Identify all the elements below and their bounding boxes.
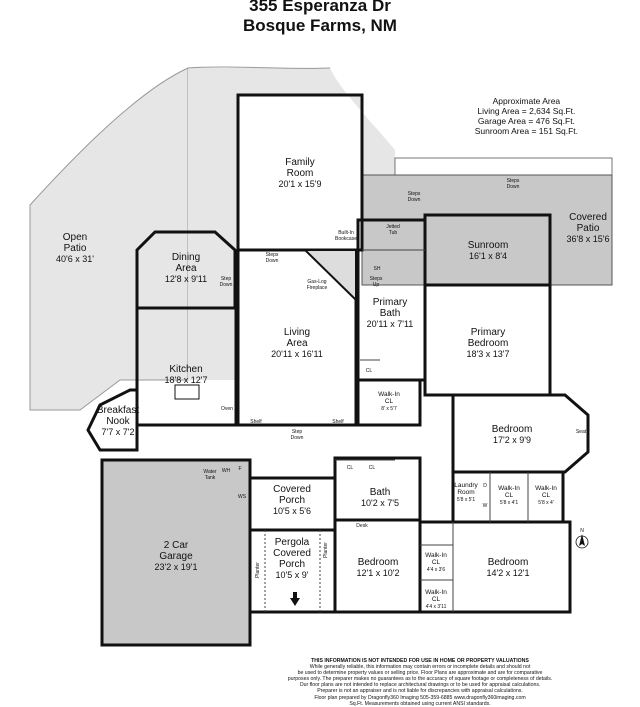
dw-label: D	[483, 483, 487, 489]
f-label: F	[238, 466, 241, 472]
fireplace-shape	[302, 249, 357, 303]
wtr-label: WS	[238, 494, 247, 500]
sunroom-area-text: Sunroom Area = 151 Sq.Ft.	[474, 126, 578, 136]
disclaimer-line: be used to determine property values or …	[297, 670, 543, 677]
disclaimer-heading: THIS INFORMATION IS NOT INTENDED FOR USE…	[311, 658, 529, 664]
open-patio-area	[29, 67, 189, 411]
sunroom-area	[423, 213, 552, 287]
cl-label: CL	[366, 368, 373, 374]
living-area-text: Living Area = 2,634 Sq.Ft.	[477, 106, 576, 116]
oven-label: Oven	[221, 406, 233, 412]
planter-label: Planter	[255, 562, 261, 578]
wh-label: WH	[222, 468, 231, 474]
disclaimer-line: Preparer is not an appraiser and is not …	[317, 688, 523, 695]
seat-label: Seat	[576, 429, 587, 435]
open-patio-area-2	[188, 68, 395, 380]
covered-patio-roofline	[394, 157, 613, 176]
disclaimer-line: Floor plan prepared by Dragonfly360 Imag…	[314, 694, 526, 701]
cl-label: CL	[369, 465, 376, 471]
address-line-2: Bosque Farms, NM	[243, 16, 397, 35]
patio-outline-top	[187, 66, 331, 69]
garage-area-text: Garage Area = 476 Sq.Ft.	[477, 116, 575, 126]
kitchen-island	[174, 384, 200, 400]
disclaimer-line: Our floor plans are not intended to repl…	[299, 682, 541, 689]
disclaimer-line: purposes only. The preparer makes no gua…	[287, 676, 553, 683]
compass-label: N	[580, 528, 584, 534]
disclaimer: THIS INFORMATION IS NOT INTENDED FOR USE…	[230, 658, 610, 707]
address-line-1: 355 Esperanza Dr	[249, 0, 391, 15]
desk-label: Desk	[356, 523, 368, 529]
compass-icon: N	[575, 528, 589, 549]
area-summary-title: Approximate Area	[492, 96, 561, 106]
sh-label: SH	[374, 266, 381, 272]
shelf-label: Shelf	[332, 419, 344, 425]
cl-label: CL	[347, 465, 354, 471]
shelf-label: Shelf	[250, 419, 262, 425]
garage-area	[100, 458, 252, 647]
entry-arrow-icon	[290, 592, 300, 606]
planter-label: Planter	[323, 542, 329, 558]
washer-label: W	[483, 503, 488, 509]
area-summary: Approximate Area Living Area = 2,634 Sq.…	[475, 96, 578, 136]
disclaimer-line: While generally reliable, this informati…	[309, 664, 531, 671]
interior-lines	[264, 249, 529, 612]
exterior-walls	[86, 93, 590, 614]
